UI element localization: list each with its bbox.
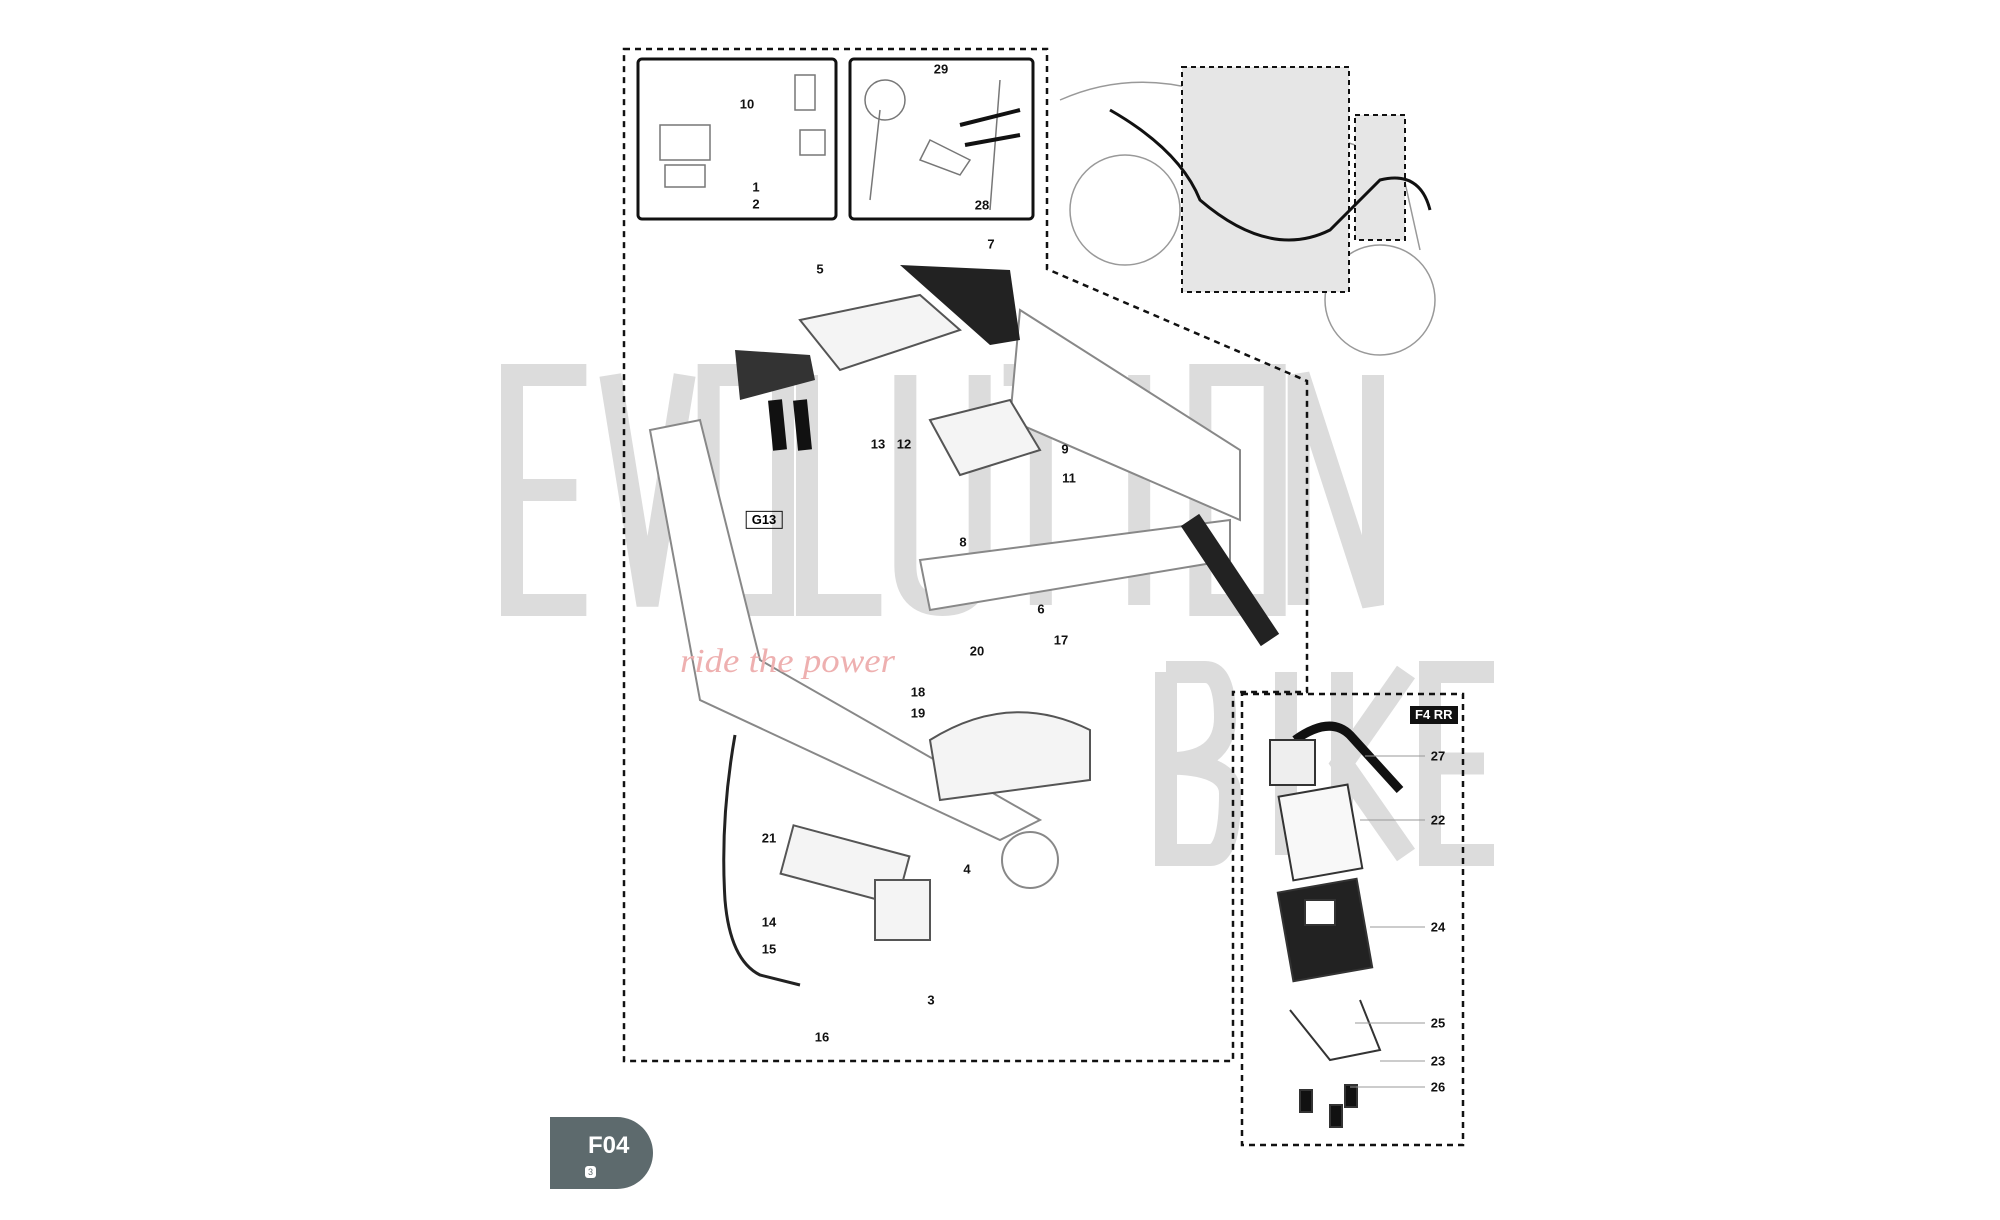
callout-8: 8	[959, 534, 967, 550]
callout-10: 10	[739, 96, 755, 112]
inset-cables	[959, 108, 1021, 147]
callout-23: 23	[1430, 1053, 1446, 1069]
sheet-code: F04	[588, 1132, 630, 1159]
inset-right	[848, 57, 1035, 221]
callout-16: 16	[814, 1029, 830, 1045]
callout-5: 5	[816, 261, 824, 277]
callout-25: 25	[1430, 1015, 1446, 1031]
callout-6: 6	[1037, 601, 1045, 617]
connector-cables	[768, 399, 812, 451]
sheet-badge: F04 3	[550, 1117, 653, 1189]
connector	[735, 350, 815, 400]
callout-26: 26	[1430, 1079, 1446, 1095]
inset-left	[636, 57, 838, 221]
frame	[648, 308, 1241, 889]
motorcycle-overview	[1059, 66, 1436, 356]
callout-21: 21	[761, 830, 777, 846]
callout-22: 22	[1430, 812, 1446, 828]
callout-19: 19	[910, 705, 926, 721]
frame-tube-dark	[1180, 513, 1280, 647]
leader-lines	[1350, 755, 1425, 1088]
callout-4: 4	[963, 861, 971, 877]
inset-parts	[659, 74, 1001, 211]
callout-11: 11	[1062, 470, 1076, 486]
callout-24: 24	[1430, 919, 1446, 935]
callout-1: 1	[752, 179, 760, 195]
callout-17: 17	[1053, 632, 1069, 648]
callout-7: 7	[987, 236, 995, 252]
ecu-cover	[900, 265, 1020, 345]
watermark-top-letter	[1287, 371, 1384, 609]
watermark-top-letter	[796, 375, 882, 616]
group-label-g13: G13	[745, 510, 783, 530]
sensor-cable	[722, 734, 801, 987]
f4rr-parts	[1269, 721, 1404, 1128]
watermark-slogan: ride the power	[680, 643, 896, 680]
callout-18: 18	[910, 684, 926, 700]
callout-15: 15	[761, 941, 777, 957]
callout-2: 2	[752, 196, 760, 212]
callout-29: 29	[933, 61, 949, 77]
callout-13: 13	[870, 436, 886, 452]
callout-12: 12	[896, 436, 912, 452]
watermark-top-letter	[501, 364, 587, 616]
callout-28: 28	[974, 197, 990, 213]
callout-20: 20	[969, 643, 985, 659]
watermark-bottom-letter	[1419, 661, 1494, 866]
callout-9: 9	[1061, 441, 1069, 457]
sheet-number: 3	[585, 1166, 597, 1178]
main-assembly-boundary	[622, 47, 1309, 1063]
variant-tag: F4 RR	[1410, 706, 1458, 725]
callout-3: 3	[927, 992, 935, 1008]
callout-27: 27	[1430, 748, 1446, 764]
watermark-bottom-letter	[1155, 661, 1242, 866]
f4rr-boundary	[1240, 692, 1465, 1147]
callout-14: 14	[761, 914, 777, 930]
ecu-parts	[779, 293, 1091, 941]
